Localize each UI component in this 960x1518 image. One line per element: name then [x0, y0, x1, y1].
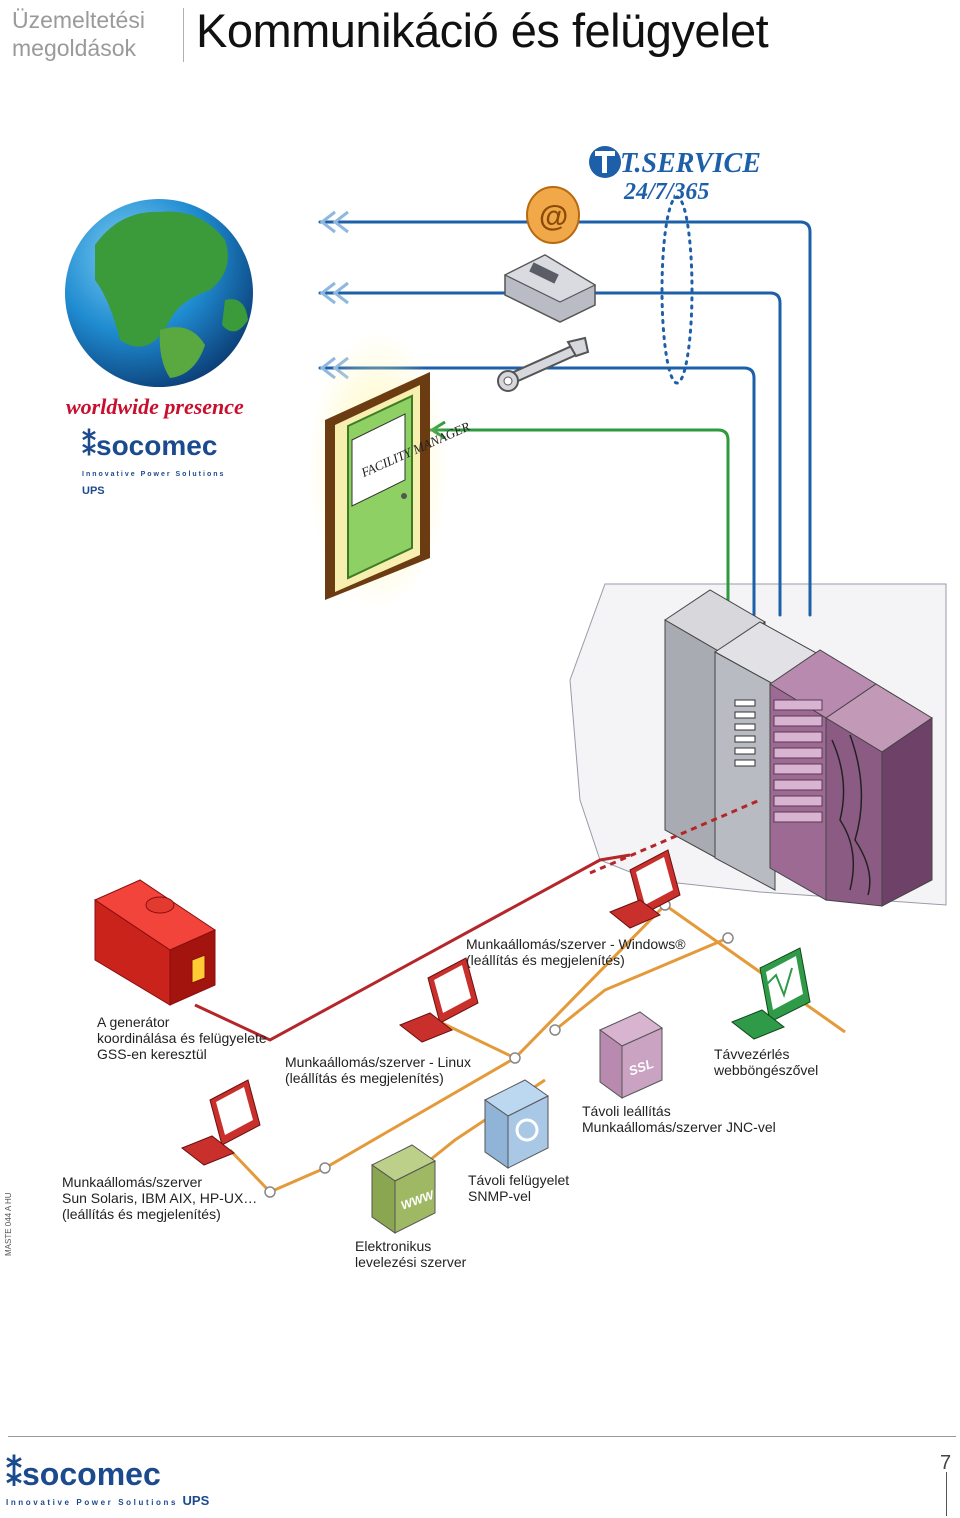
network-nodes	[264, 899, 734, 1198]
blue-link-1	[318, 220, 812, 617]
ssl-server-icon: SSL	[599, 1011, 663, 1099]
logo-mark-icon: ⁑	[82, 430, 96, 461]
wrench-icon	[497, 336, 590, 392]
socomec-logo-footer: ⁑socomec Innovative Power Solutions UPS	[6, 1456, 226, 1508]
footer-rule	[8, 1436, 956, 1437]
workstation-unix-icon	[181, 1079, 261, 1166]
dotted-loop	[660, 195, 694, 385]
snmp-server-icon	[484, 1079, 549, 1169]
page-title: Kommunikáció és felügyelet	[196, 4, 769, 57]
label-unix: Munkaállomás/szerver Sun Solaris, IBM AI…	[62, 1174, 258, 1222]
label-windows: Munkaállomás/szerver - Windows® (leállít…	[466, 936, 686, 968]
web-browser-workstation-icon	[731, 947, 811, 1040]
server-rack-2	[825, 683, 933, 907]
facility-manager-door-icon: FACILITY MANAGER	[308, 330, 472, 610]
label-generator: A generátor koordinálása és felügyelete …	[97, 1014, 267, 1062]
label-jnc: Távoli leállítás Munkaállomás/szerver JN…	[582, 1103, 776, 1135]
mail-server-icon: WWW	[371, 1144, 437, 1234]
red-floor-line	[589, 798, 761, 875]
arrow-left-icon	[319, 210, 349, 234]
arrow-left-icon	[319, 281, 349, 305]
brand-tagline-footer: Innovative Power Solutions	[6, 1498, 179, 1507]
brand-name: socomec	[96, 430, 218, 461]
tservice-hours: 24/7/365	[623, 179, 709, 205]
label-mail: Elektronikus levelezési szerver	[355, 1238, 467, 1270]
workstation-windows-icon	[609, 849, 681, 929]
tservice-brand: T.SERVICE	[620, 148, 761, 179]
blue-link-3	[318, 366, 756, 617]
brand-ups-footer: UPS	[182, 1493, 210, 1508]
page-number: 7	[940, 1452, 952, 1474]
logo-mark-icon: ⁑	[6, 1456, 22, 1492]
document-code: MASTE 044 A HU	[4, 1192, 13, 1256]
workstation-linux-icon	[399, 957, 479, 1043]
label-linux: Munkaállomás/szerver - Linux (leállítás …	[285, 1054, 471, 1086]
email-icon: @	[526, 186, 580, 244]
svg-text:@: @	[539, 200, 568, 233]
green-link	[428, 428, 730, 617]
server-rack-1	[769, 649, 877, 901]
tservice-logo: T.SERVICE 24/7/365	[589, 146, 761, 205]
header-divider	[183, 8, 184, 62]
socomec-logo-top: ⁑socomec Innovative Power Solutions UPS	[82, 430, 252, 498]
label-snmp: Távoli felügyelet SNMP-vel	[468, 1172, 570, 1204]
blue-link-2	[318, 291, 782, 617]
label-remote-web: Távvezérlés webböngészővel	[714, 1046, 819, 1078]
worldwide-presence: worldwide presence	[66, 394, 244, 419]
brand-ups: UPS	[82, 485, 105, 497]
modem-icon	[503, 254, 597, 323]
brand-tagline: Innovative Power Solutions	[82, 471, 226, 478]
globe-icon	[65, 199, 253, 387]
section-title: Üzemeltetési megoldások	[12, 7, 145, 61]
red-network-line	[194, 853, 631, 1042]
brand-name-footer: socomec	[22, 1456, 161, 1492]
footer-divider	[946, 1472, 947, 1516]
generator-icon	[93, 879, 217, 1006]
